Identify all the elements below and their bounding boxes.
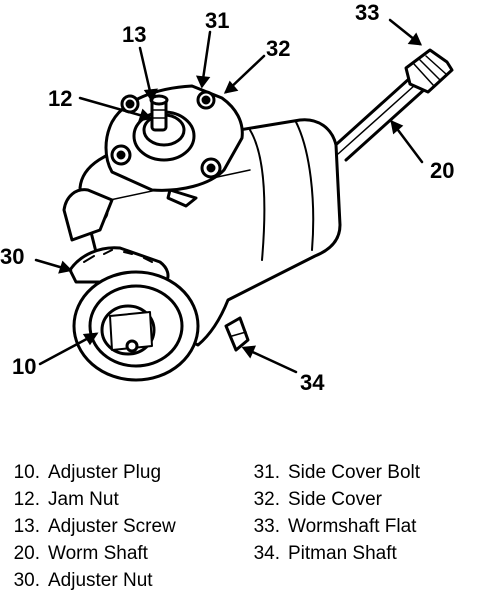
legend-item-12: 12. Jam Nut <box>0 489 119 511</box>
legend-number: 34. <box>253 543 280 564</box>
legend-text: Pitman Shaft <box>288 543 397 564</box>
legend-number: 32. <box>253 489 280 510</box>
legend-item-13: 13. Adjuster Screw <box>0 516 176 538</box>
legend-item-20: 20. Worm Shaft <box>0 543 148 565</box>
parts-legend: 10. Adjuster Plug 12. Jam Nut 13. Adjuster … <box>0 458 480 598</box>
callout-10: 10 <box>12 354 37 379</box>
legend-item-33: 33. Wormshaft Flat <box>0 516 417 538</box>
legend-item-10: 10. Adjuster Plug <box>0 462 161 484</box>
wormshaft-flat <box>404 48 454 94</box>
legend-text: Adjuster Screw <box>48 516 176 537</box>
legend-text: Wormshaft Flat <box>288 516 417 537</box>
legend-text: Side Cover <box>288 489 382 510</box>
legend-text: Worm Shaft <box>48 543 148 564</box>
legend-number: 30. <box>13 570 40 591</box>
callout-13: 13 <box>122 22 147 47</box>
legend-item-30: 30. Adjuster Nut <box>0 570 153 592</box>
legend-text: Adjuster Plug <box>48 462 162 483</box>
callout-33: 33 <box>355 0 380 25</box>
legend-item-34: 34. Pitman Shaft <box>0 543 397 565</box>
callout-32: 32 <box>266 36 291 61</box>
callout-31: 31 <box>205 8 230 33</box>
legend-item-31: 31. Side Cover Bolt <box>0 462 420 484</box>
legend-text: Side Cover Bolt <box>288 462 421 483</box>
steering-gear-drawing <box>34 18 454 382</box>
callout-30: 30 <box>0 244 25 269</box>
legend-number: 13. <box>13 516 40 537</box>
legend-number: 31. <box>253 462 280 483</box>
pitman-shaft <box>224 316 250 352</box>
legend-item-32: 32. Side Cover <box>0 489 382 511</box>
leader-lines <box>34 18 424 374</box>
callout-34: 34 <box>300 370 325 395</box>
callout-20: 20 <box>430 158 455 183</box>
adjuster-plug <box>72 270 200 382</box>
adjuster-screw <box>149 94 169 132</box>
legend-text: Adjuster Nut <box>48 570 153 591</box>
callout-12: 12 <box>48 86 73 111</box>
legend-number: 12. <box>13 489 40 510</box>
legend-number: 20. <box>13 543 40 564</box>
diagram-stage: 33 13 31 32 12 20 30 10 34 <box>0 0 455 395</box>
legend-number: 10. <box>13 462 40 483</box>
legend-number: 33. <box>253 516 280 537</box>
legend-text: Jam Nut <box>48 489 119 510</box>
